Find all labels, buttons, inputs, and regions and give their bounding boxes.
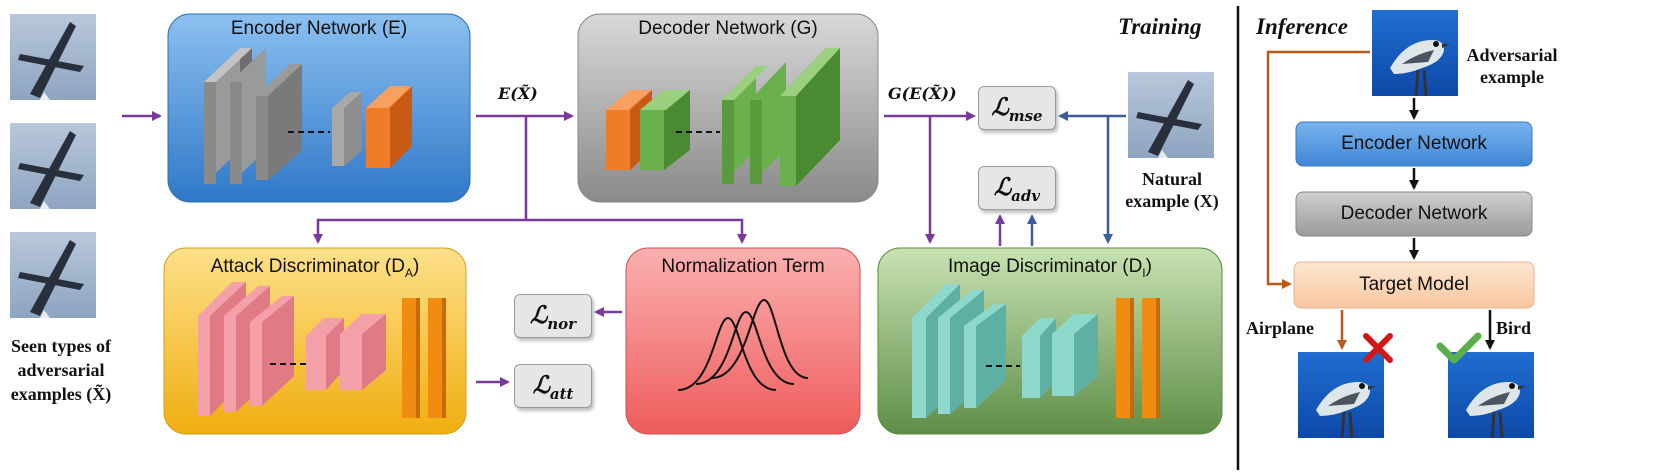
image-disc-close: ): [1145, 256, 1152, 277]
seen-label-line3: examples (X̃): [10, 384, 112, 404]
image-disc-sub: I: [1142, 265, 1146, 280]
output-airplane-thumb: [1296, 350, 1386, 440]
inference-encoder-box: [1295, 121, 1533, 167]
adv-label-line1: Adversarial: [1466, 45, 1558, 65]
wrong-cross-icon: [1363, 333, 1393, 363]
image-discriminator-title: Image Discriminator (DI): [878, 256, 1222, 280]
image-disc-layers: [912, 284, 1160, 418]
inference-decoder-label: Decoder Network: [1340, 203, 1488, 224]
loss-symbol: ℒ: [993, 172, 1012, 201]
loss-nor-sub: nor: [547, 314, 577, 333]
loss-adv-box: ℒadv: [978, 166, 1056, 210]
decoder-layers: [606, 48, 840, 186]
inference-encoder-label: Encoder Network: [1341, 133, 1487, 154]
gaussian-curves: [677, 298, 809, 391]
inference-title: Inference: [1256, 14, 1348, 39]
seen-label-line2: adversarial: [17, 360, 105, 380]
loss-adv-sub: adv: [1011, 186, 1041, 205]
attack-disc-title-text: Attack Discriminator (D: [210, 256, 405, 277]
inference-decoder-box: [1295, 191, 1533, 237]
training-arrows: [122, 111, 1126, 387]
loss-symbol: ℒ: [532, 370, 550, 399]
output-bird-thumb: [1446, 350, 1536, 440]
encoder-layers: [204, 48, 412, 184]
image-disc-title-text: Image Discriminator (D: [948, 256, 1143, 277]
inference-arrows: [1266, 50, 1495, 350]
natural-label-line1: Natural: [1142, 169, 1202, 189]
loss-mse-box: ℒmse: [978, 86, 1056, 130]
loss-mse-sub: mse: [1008, 106, 1043, 125]
loss-symbol: ℒ: [991, 92, 1009, 121]
seen-example-thumb: [10, 123, 96, 209]
training-title: Training: [1118, 14, 1202, 39]
loss-symbol: ℒ: [529, 300, 548, 329]
seen-example-thumb: [10, 14, 96, 100]
inference-target-box: [1293, 261, 1535, 309]
natural-label-line2: example (X): [1125, 191, 1219, 211]
natural-example-label: Natural example (X): [1114, 168, 1230, 212]
attack-disc-sub: A: [404, 265, 413, 280]
seen-examples-label: Seen types of adversarial examples (X̃): [0, 334, 122, 406]
adversarial-example-thumb: [1370, 8, 1460, 98]
correct-check-icon: [1436, 332, 1482, 364]
attack-disc-layers: [198, 282, 446, 418]
loss-att-box: ℒatt: [514, 364, 592, 408]
encoder-title: Encoder Network (E): [230, 18, 408, 39]
attack-discriminator-title: Attack Discriminator (DA): [164, 256, 466, 280]
adversarial-example-label: Adversarial example: [1456, 44, 1568, 88]
e-x-label: E(X̃): [498, 84, 538, 103]
airplane-label: Airplane: [1246, 318, 1315, 338]
loss-att-sub: att: [549, 384, 574, 403]
natural-example-thumb: [1128, 72, 1214, 158]
normalization-box: [625, 247, 861, 435]
inference-target-label: Target Model: [1359, 274, 1469, 295]
seen-label-line1: Seen types of: [11, 336, 111, 356]
seen-example-thumb: [10, 232, 96, 318]
decoder-title: Decoder Network (G): [638, 18, 818, 39]
loss-nor-box: ℒnor: [514, 294, 592, 338]
adv-label-line2: example: [1480, 67, 1544, 87]
bird-label: Bird: [1496, 318, 1532, 338]
normalization-title: Normalization Term: [661, 256, 825, 277]
attack-disc-close: ): [412, 256, 420, 277]
g-e-x-label: G(E(X̃)): [888, 84, 957, 103]
